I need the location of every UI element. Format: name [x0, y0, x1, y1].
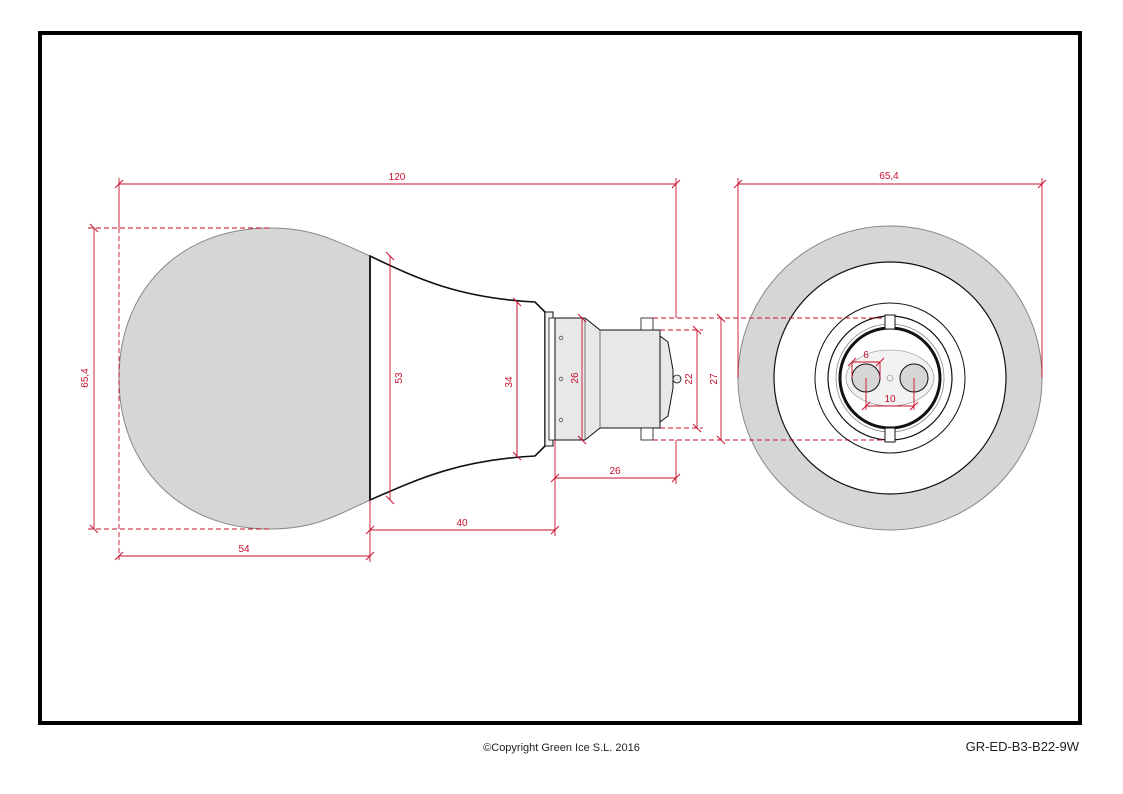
dim-neck-length: 40 — [456, 518, 468, 529]
dim-cap-diameter-inner: 22 — [684, 373, 695, 385]
dim-front-diameter: 65,4 — [879, 171, 899, 182]
drawing-frame — [38, 31, 1082, 725]
dim-pin-spacing: 10 — [884, 394, 896, 405]
dim-cap-diameter-outer: 27 — [709, 373, 720, 385]
dim-neck-diameter-large: 53 — [394, 372, 405, 384]
copyright-text: ©Copyright Green Ice S.L. 2016 — [483, 742, 640, 754]
dim-bulb-length: 54 — [238, 544, 250, 555]
product-code: GR-ED-B3-B22-9W — [965, 739, 1079, 754]
dim-base-diameter: 26 — [570, 372, 581, 384]
dimension-labels: 120 65,4 54 40 53 34 26 26 22 27 65,4 6 … — [80, 171, 899, 555]
front-view — [737, 225, 1043, 531]
dimension-lines — [88, 178, 1047, 562]
bayonet-pin — [640, 317, 654, 331]
dim-overall-length: 120 — [389, 172, 406, 183]
dim-base-length: 26 — [609, 466, 621, 477]
bulb-globe — [118, 227, 371, 530]
dim-neck-diameter-small: 34 — [504, 376, 515, 388]
dim-bulb-height: 65,4 — [80, 368, 91, 388]
contact-tip — [659, 335, 674, 423]
dim-pin-diameter: 6 — [863, 350, 869, 361]
